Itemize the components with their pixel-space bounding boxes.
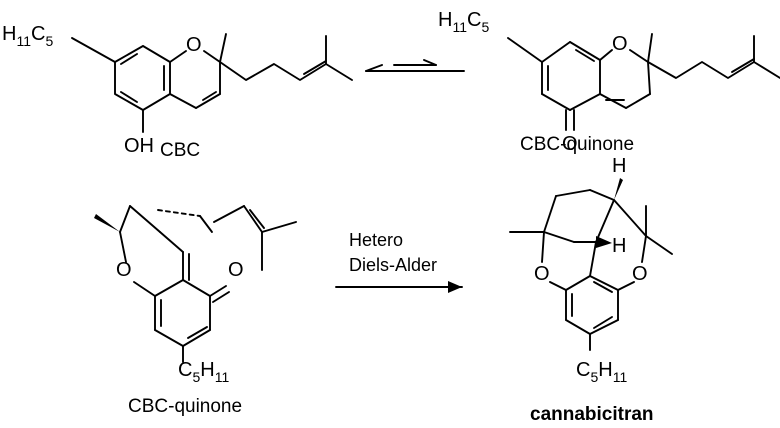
cbc-quinone-top-pentyl-c: C (467, 9, 481, 31)
cbc-quinone-bottom-structure: O O C5H11 (94, 205, 297, 385)
cbc-quinone-bottom-pentyl-h: H (200, 359, 214, 381)
cbc-hydroxyl: OH (124, 135, 154, 157)
cannabicitran-pentyl-c: C (576, 359, 590, 381)
cannabicitran-right-oxygen: O (632, 263, 648, 285)
cbc-quinone-top-pentyl: H11C5 (438, 9, 489, 35)
cbc-quinone-top-label: CBC-quinone (520, 134, 634, 155)
cbc-quinone-bottom-pentyl-h-count: 11 (215, 369, 230, 385)
cannabicitran-bridge-hydrogen: H (612, 235, 626, 257)
cannabicitran-top-hydrogen: H (612, 155, 626, 177)
condition-diels-alder: Diels-Alder (349, 255, 437, 275)
cannabicitran-left-oxygen: O (534, 263, 550, 285)
cbc-structure: O OH H11C5 (2, 23, 353, 157)
cbc-quinone-top-pentyl-c-count: 5 (481, 19, 489, 35)
cannabicitran-pentyl-c-count: 5 (590, 369, 598, 385)
cannabicitran-pentyl: C5H11 (576, 359, 627, 385)
cbc-pentyl-h: H (2, 23, 16, 45)
cbc-quinone-top-pentyl-h: H (438, 9, 452, 31)
cbc-pentyl: H11C5 (2, 23, 53, 49)
cbc-pentyl-h-count: 11 (16, 33, 31, 49)
cbc-quinone-bottom-pentyl-c-count: 5 (192, 369, 200, 385)
reaction-arrow (335, 281, 463, 293)
cbc-quinone-top-structure: O O H11C5 (438, 9, 780, 155)
cbc-quinone-bottom-label: CBC-quinone (128, 396, 242, 417)
cbc-quinone-top-ring-oxygen: O (612, 33, 628, 55)
cbc-quinone-top-carbonyl-oxygen: O (562, 133, 578, 155)
cbc-ring-oxygen: O (186, 34, 202, 56)
cannabicitran-pentyl-h-count: 11 (613, 369, 628, 385)
condition-hetero: Hetero (349, 230, 403, 250)
cannabicitran-label: cannabicitran (530, 404, 654, 425)
cbc-quinone-top-pentyl-h-count: 11 (452, 19, 467, 35)
equilibrium-arrow (365, 59, 465, 72)
cannabicitran-pentyl-h: H (598, 359, 612, 381)
cbc-quinone-bottom-pentyl: C5H11 (178, 359, 229, 385)
cbc-quinone-bottom-carbonyl-oxygen: O (228, 259, 244, 281)
cannabicitran-structure: O O H H C5H11 (509, 155, 673, 385)
cbc-pentyl-c: C (31, 23, 45, 45)
cbc-pentyl-c-count: 5 (45, 33, 53, 49)
cbc-quinone-bottom-ring-oxygen: O (116, 259, 132, 281)
cbc-label: CBC (160, 140, 200, 161)
cbc-quinone-bottom-pentyl-c: C (178, 359, 192, 381)
